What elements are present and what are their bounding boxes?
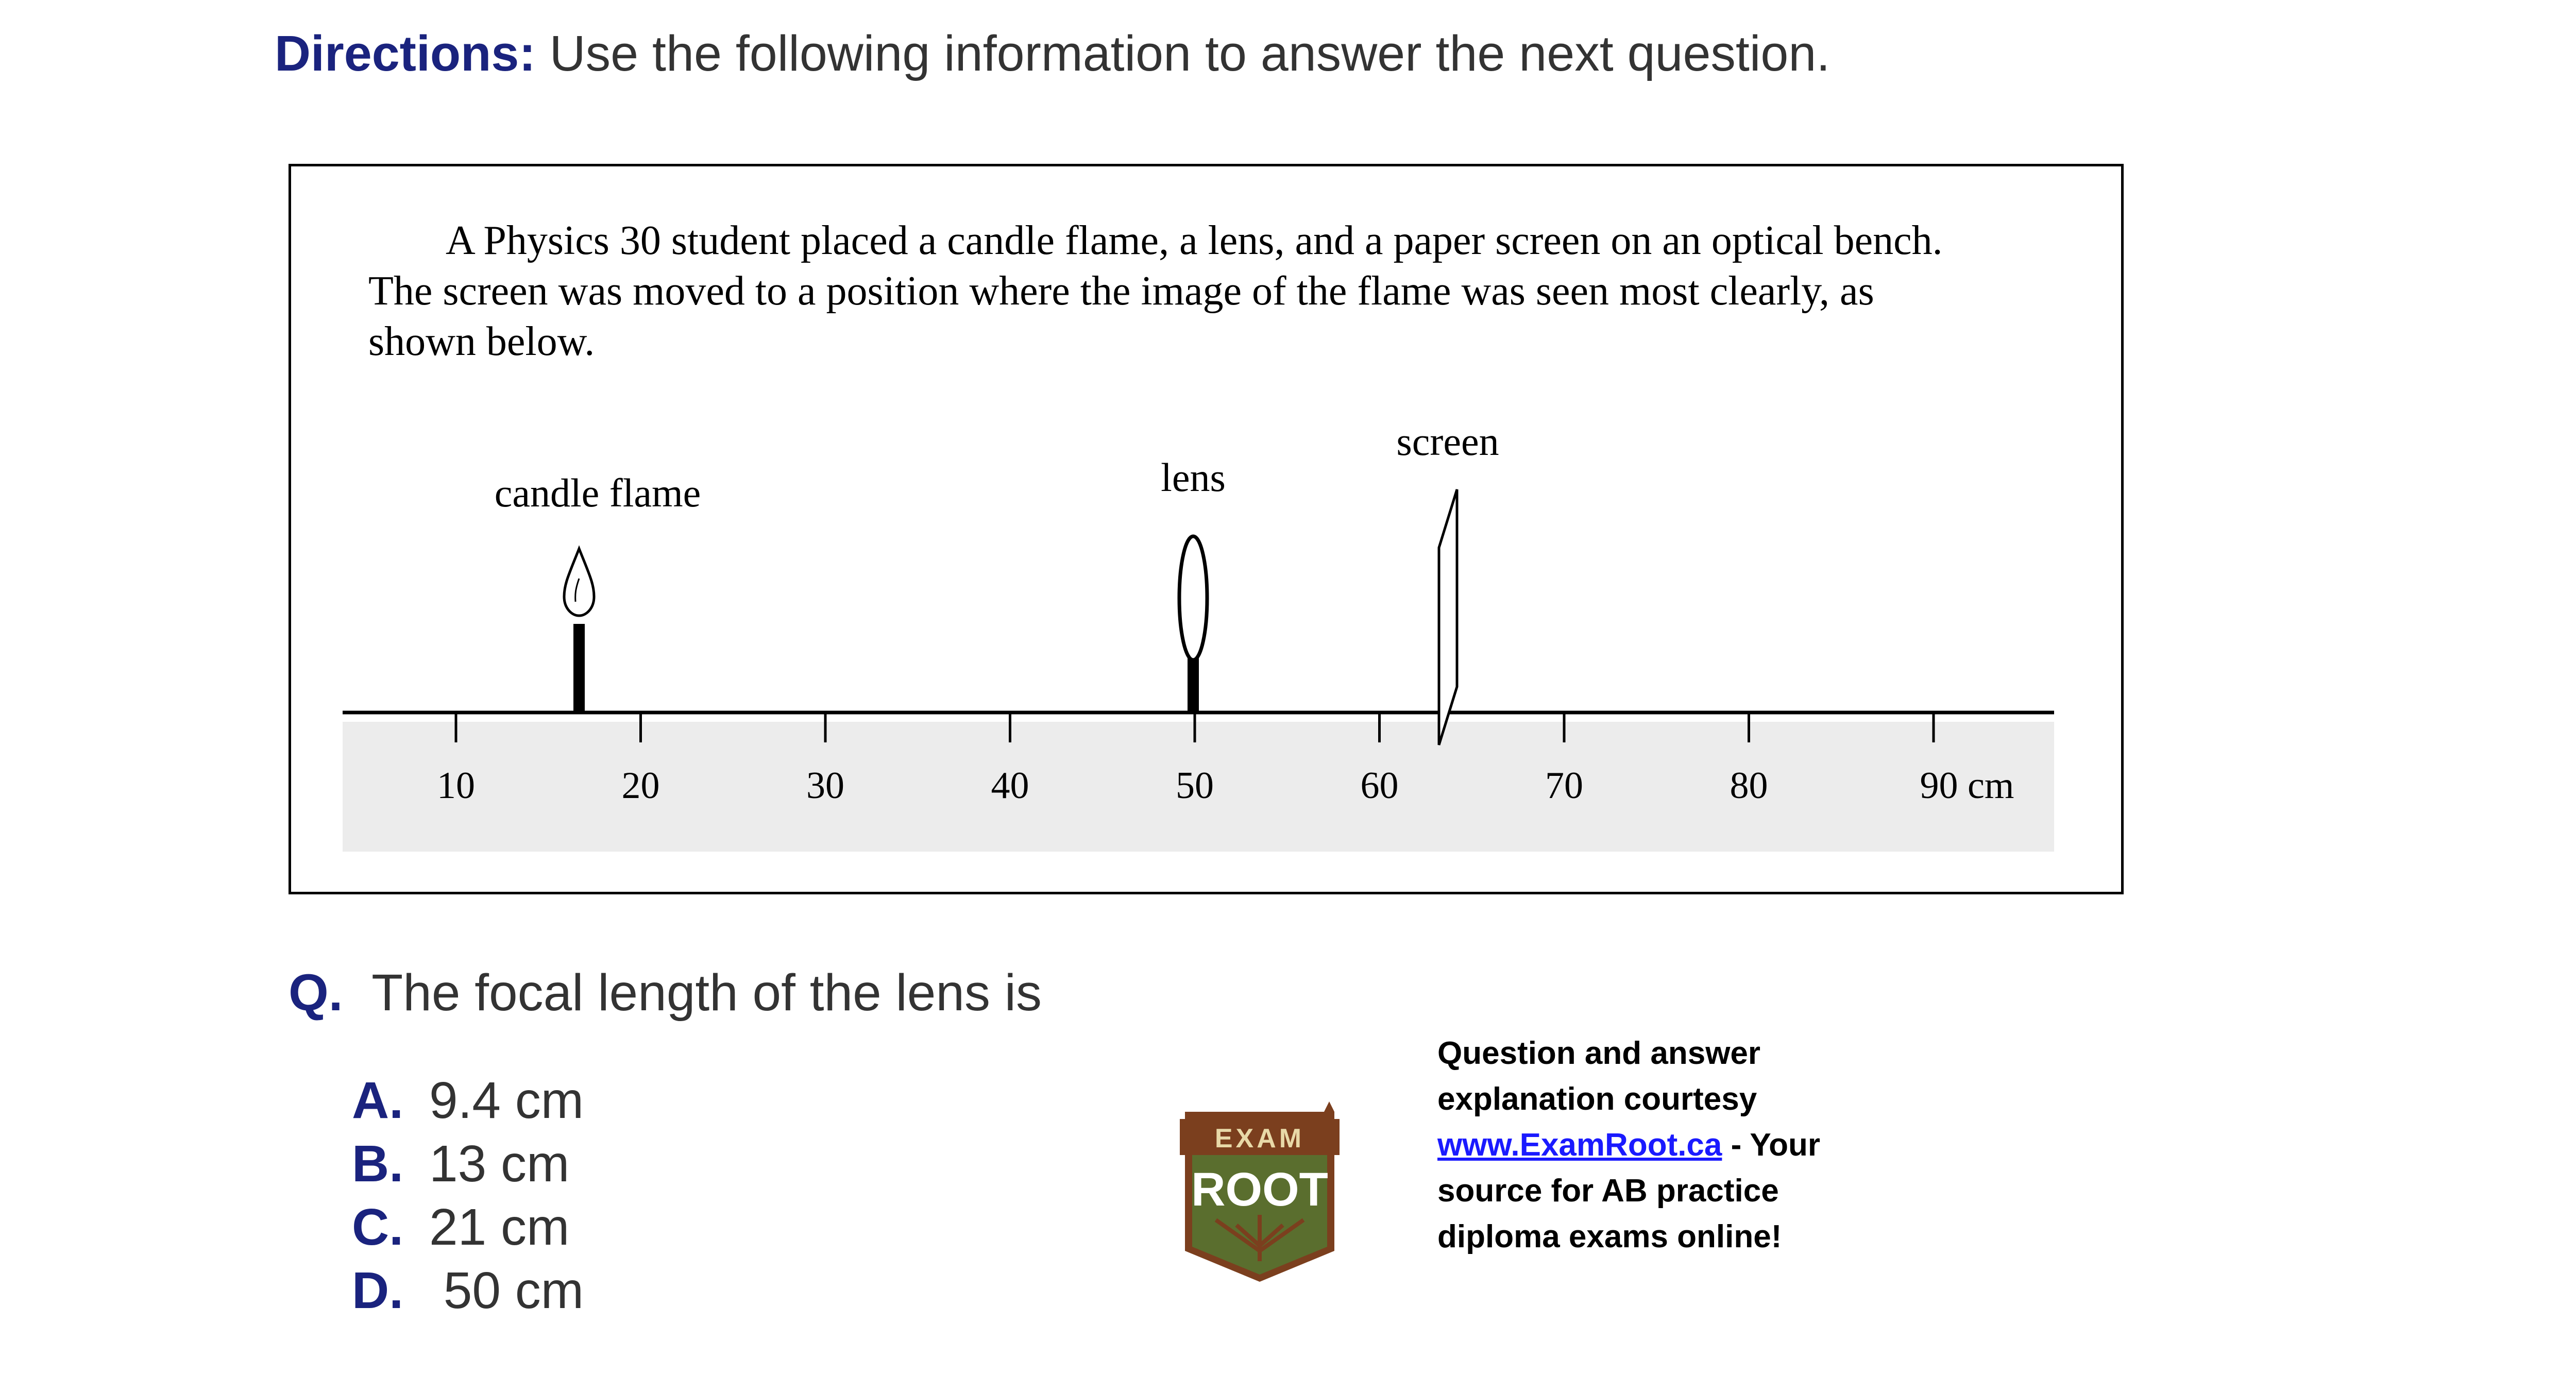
ruler-tick-label: 10 bbox=[437, 765, 475, 807]
choice-letter: A. bbox=[352, 1072, 403, 1129]
ruler-ticks bbox=[454, 713, 1935, 742]
lens-icon bbox=[1177, 534, 1209, 662]
credit-text: Question and answer explanation courtesy… bbox=[1437, 1030, 1850, 1260]
lens-label: lens bbox=[1161, 455, 1226, 500]
question: Q. The focal length of the lens is bbox=[289, 963, 1042, 1023]
directions-line: Directions: Use the following informatio… bbox=[275, 25, 1830, 82]
candle-stick bbox=[573, 624, 585, 714]
candle bbox=[563, 545, 596, 714]
flame-icon bbox=[563, 545, 596, 617]
choice-text: 21 cm bbox=[429, 1198, 570, 1256]
ruler-tick-label: 70 bbox=[1545, 765, 1583, 807]
choice-c[interactable]: C. 21 cm bbox=[352, 1196, 584, 1259]
screen-label: screen bbox=[1396, 419, 1499, 464]
choice-text: 13 cm bbox=[429, 1135, 570, 1193]
ruler-tick-label: 30 bbox=[806, 765, 844, 807]
screen-icon bbox=[1437, 489, 1459, 745]
paper-screen bbox=[1437, 489, 1459, 745]
answer-choices: A. 9.4 cm B. 13 cm C. 21 cm D. 50 cm bbox=[352, 1069, 584, 1322]
question-marker: Q. bbox=[289, 964, 343, 1022]
ruler-tick-label: 90 cm bbox=[1920, 765, 2014, 807]
ruler-tick-label: 40 bbox=[991, 765, 1029, 807]
directions-text: Use the following information to answer … bbox=[535, 25, 1831, 81]
choice-letter: B. bbox=[352, 1135, 403, 1193]
information-box: A Physics 30 student placed a candle fla… bbox=[289, 164, 2124, 894]
choice-text: 50 cm bbox=[429, 1262, 584, 1319]
logo-top-text: EXAM bbox=[1215, 1124, 1304, 1153]
choice-b[interactable]: B. 13 cm bbox=[352, 1132, 584, 1196]
choice-text: 9.4 cm bbox=[429, 1072, 584, 1129]
choice-letter: C. bbox=[352, 1198, 403, 1256]
choice-d[interactable]: D. 50 cm bbox=[352, 1259, 584, 1322]
credit-line1: Question and answer explanation courtesy bbox=[1437, 1036, 1761, 1117]
examroot-link[interactable]: www.ExamRoot.ca bbox=[1437, 1127, 1722, 1163]
credit-line2: - Your source for AB practice diploma ex… bbox=[1437, 1127, 1821, 1254]
lens-stand bbox=[1188, 650, 1199, 714]
passage-text: A Physics 30 student placed a candle fla… bbox=[368, 218, 1943, 364]
choice-letter: D. bbox=[352, 1262, 403, 1319]
ruler-tick-label: 50 bbox=[1176, 765, 1214, 807]
ruler-tick-label: 60 bbox=[1361, 765, 1399, 807]
logo-bottom-text: ROOT bbox=[1191, 1163, 1328, 1216]
ruler-tick-labels: 10 20 30 40 50 60 70 80 90 cm bbox=[437, 765, 2014, 807]
candle-label: candle flame bbox=[495, 470, 701, 515]
ruler-strip bbox=[343, 722, 2054, 852]
logo-banner bbox=[1180, 1119, 1340, 1155]
ruler-tick-label: 20 bbox=[622, 765, 660, 807]
question-text: The focal length of the lens is bbox=[371, 964, 1042, 1022]
choice-a[interactable]: A. 9.4 cm bbox=[352, 1069, 584, 1132]
lens bbox=[1177, 534, 1209, 714]
ruler-tick-label: 80 bbox=[1730, 765, 1768, 807]
directions-label: Directions: bbox=[275, 25, 536, 81]
examroot-logo: EXAM ROOT bbox=[1180, 1101, 1340, 1282]
